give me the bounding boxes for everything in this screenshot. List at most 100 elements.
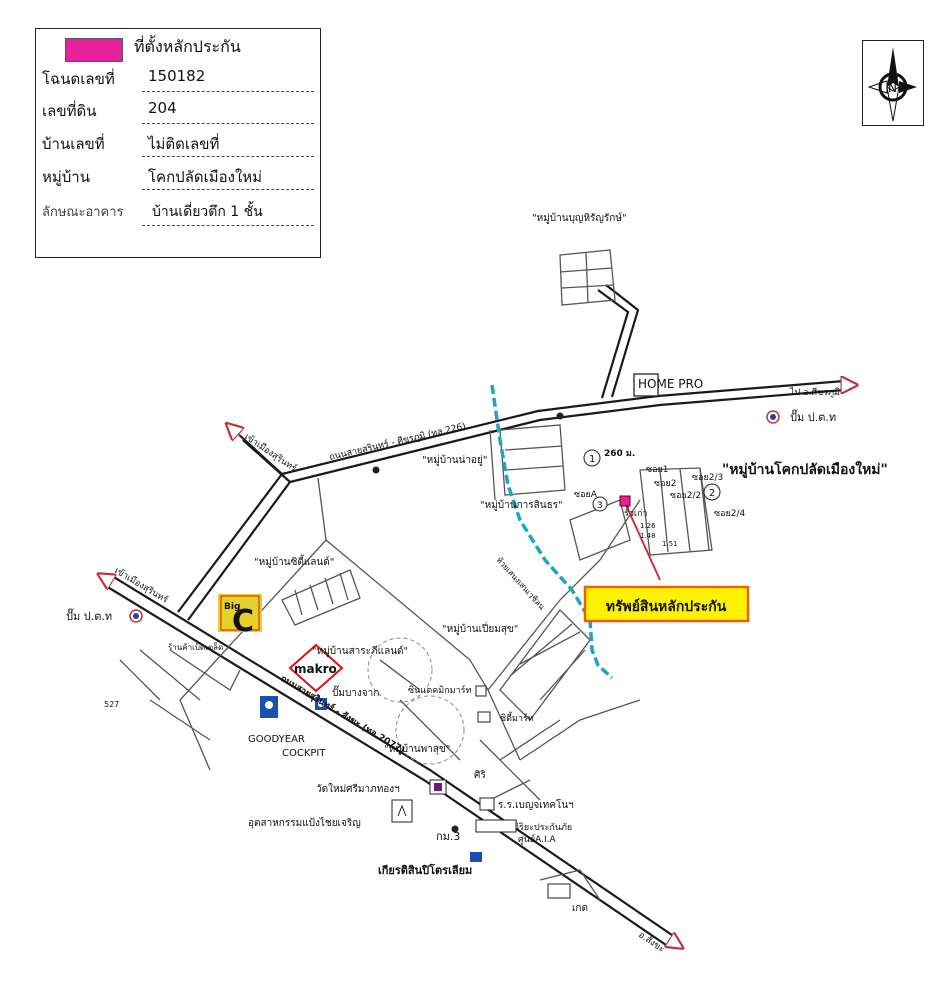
legend-value: ไม่ติดเลขที่ [148, 135, 220, 153]
north-road [559, 249, 640, 399]
legend-key: ลักษณะอาคาร [42, 205, 124, 220]
village-naayu: "หมู่บ้านน่าอยู่" [422, 454, 488, 466]
school-icon [479, 797, 495, 811]
bypass-road [177, 381, 855, 621]
dist-126: 1.26 [640, 522, 656, 530]
km3-label: กม.3 [436, 830, 460, 843]
homepro: HOME PRO [633, 373, 703, 397]
ptt-icon [766, 410, 780, 424]
local-roads [119, 424, 713, 901]
shop-left-label: ร้านค้าเบ็ดเตล็ด [168, 642, 223, 652]
village-karnsinthorn: "หมู่บ้านการสินธร" [480, 499, 563, 511]
collateral-callout: ทรัพย์สินหลักประกัน [583, 585, 750, 623]
legend-key: เลขที่ดิน [42, 102, 97, 120]
makro-logo: makro [288, 643, 344, 693]
kiat-label: เกียรติสินปิโตรเลียม [378, 863, 472, 877]
legend-value: บ้านเดี่ยวตึก 1 ชั้น [152, 204, 263, 220]
goodyear-icon [260, 696, 278, 718]
village-boonhirun: "หมู่บ้านบุญหิรัญรักษ์" [532, 212, 627, 224]
landmark-dot [556, 412, 564, 420]
svg-text:3: 3 [597, 501, 603, 511]
marker-circle-2: 2 [703, 483, 721, 501]
svg-text:Big: Big [224, 602, 240, 612]
soiA-label: ซอยA [574, 490, 598, 500]
collateral-label: ทรัพย์สินหลักประกัน [606, 598, 727, 615]
rangcharn-label: ซินเเตคมิกมาร์ท [408, 684, 471, 696]
svg-text:HOME PRO: HOME PRO [638, 377, 703, 391]
canal-label: ห้วยเสนงเสนเวชิลน [495, 555, 547, 612]
village-pasuk: "หมู่บ้านพาสุข" [384, 743, 450, 755]
ptt-left-label: ปั๊ม ป.ต.ท [66, 608, 112, 623]
marker-circle-1: 1 [583, 449, 601, 467]
industry-icon [391, 799, 413, 823]
svg-text:1: 1 [589, 454, 595, 465]
svg-text:C: C [232, 604, 254, 639]
legend-value: โคกปลัดเมืองใหม่ [148, 168, 263, 186]
main-road [100, 575, 681, 947]
ptt-top-label: ปั๊ม ป.ต.ท [790, 409, 836, 424]
legend-row: ลักษณะอาคาร บ้านเดี่ยวตึก 1 ชั้น [42, 197, 314, 227]
bangchak-label: ปั๊มบางจาก [332, 685, 379, 699]
citymart-label: ซิตี้มาร์ท [500, 711, 534, 724]
legend-row: โฉนดเลขที่ 150182 [42, 63, 314, 93]
soi23a-label: ซอย2/3 [692, 473, 723, 483]
legend-box: ที่ตั้งหลักประกัน โฉนดเลขที่ 150182 เลขท… [35, 28, 321, 258]
kaedo-building [547, 883, 571, 899]
road-to-city-top [228, 425, 291, 483]
landmark-dot [372, 466, 380, 474]
soi1-label: ซอย1 [646, 465, 669, 475]
marker-circle-3: 3 [592, 496, 608, 512]
kiat-icon [470, 852, 482, 862]
to-sikhoraphum-label: ไป อ.ศีขรภูมิ [789, 387, 840, 398]
legend-row: เลขที่ดิน 204 [42, 95, 314, 125]
citymart-building [477, 711, 491, 723]
aia-label-1: วิริยะประกันภัย [514, 822, 572, 833]
legend-row: บ้านเลขที่ ไม่ติดเลขที่ [42, 128, 314, 158]
legend-row: หมู่บ้าน โคกปลัดเมืองใหม่ [42, 161, 314, 191]
aia-building [475, 819, 517, 833]
legend-key: บ้านเลขที่ [42, 135, 105, 153]
collateral-pointer [625, 504, 661, 581]
to-city-left-label: เข้าเมืองสุรินทร์ [112, 564, 170, 605]
legend-key: โฉนดเลขที่ [42, 70, 115, 88]
legend-value: 204 [148, 99, 177, 117]
hos-label: ศิริ [474, 770, 486, 781]
soi24-label: ซอย2/4 [714, 509, 746, 519]
industry-label: อุตสาหกรรมแป้งไชยเจริญ [248, 817, 361, 829]
ptt-icon [129, 609, 143, 623]
temple-label: วัดใหม่ศรีมาภทองฯ [316, 783, 400, 795]
dist-148: 1.48 [640, 532, 656, 540]
svg-text:makro: makro [294, 662, 337, 676]
cockpit-label: COCKPIT [282, 748, 326, 759]
soi22-label: ซอย2/2 [670, 491, 701, 501]
collateral-swatch [65, 38, 123, 62]
legend-title: ที่ตั้งหลักประกัน [134, 37, 241, 56]
temple-icon [429, 779, 447, 795]
bangchak-icon [315, 698, 327, 710]
num527-label: 527 [104, 700, 119, 709]
km3-icon [451, 825, 459, 833]
svg-text:2: 2 [709, 488, 715, 499]
dist-151: 1.51 [662, 540, 678, 548]
compass-icon: N [867, 47, 917, 122]
rangcharn-building [475, 685, 487, 697]
village-citiland: "หมู่บ้านซิตี้แลนด์" [254, 554, 334, 568]
aia-label-2: ศูนย์A.I.A [518, 833, 557, 845]
fence-label: รั้วเก่า [624, 506, 647, 519]
goodyear-label: GOODYEAR [248, 734, 305, 745]
village-sarakaland: "หมู่บ้านสาระภีแลนด์" [312, 645, 408, 657]
bigc-logo: Big C [218, 594, 262, 639]
compass-box: N [862, 40, 924, 126]
soi2-label: ซอย2 [654, 479, 677, 489]
kaedo-label: เกด [572, 903, 588, 914]
collateral-marker [619, 495, 631, 507]
legend-key: หมู่บ้าน [42, 168, 90, 186]
school-label: ร.ร.เบญจเทคโนฯ [498, 798, 574, 811]
village-piamsuk: "หมู่บ้านเปี่ยมสุข" [442, 621, 518, 635]
dist-260: 260 ม. [604, 449, 635, 459]
legend-value: 150182 [148, 67, 206, 85]
canal [490, 384, 614, 680]
village-kokplad: "หมู่บ้านโคกปลัดเมืองใหม่" [722, 460, 888, 478]
to-city-top-label: เข้าเมืองสุรินทร์ [242, 431, 299, 475]
